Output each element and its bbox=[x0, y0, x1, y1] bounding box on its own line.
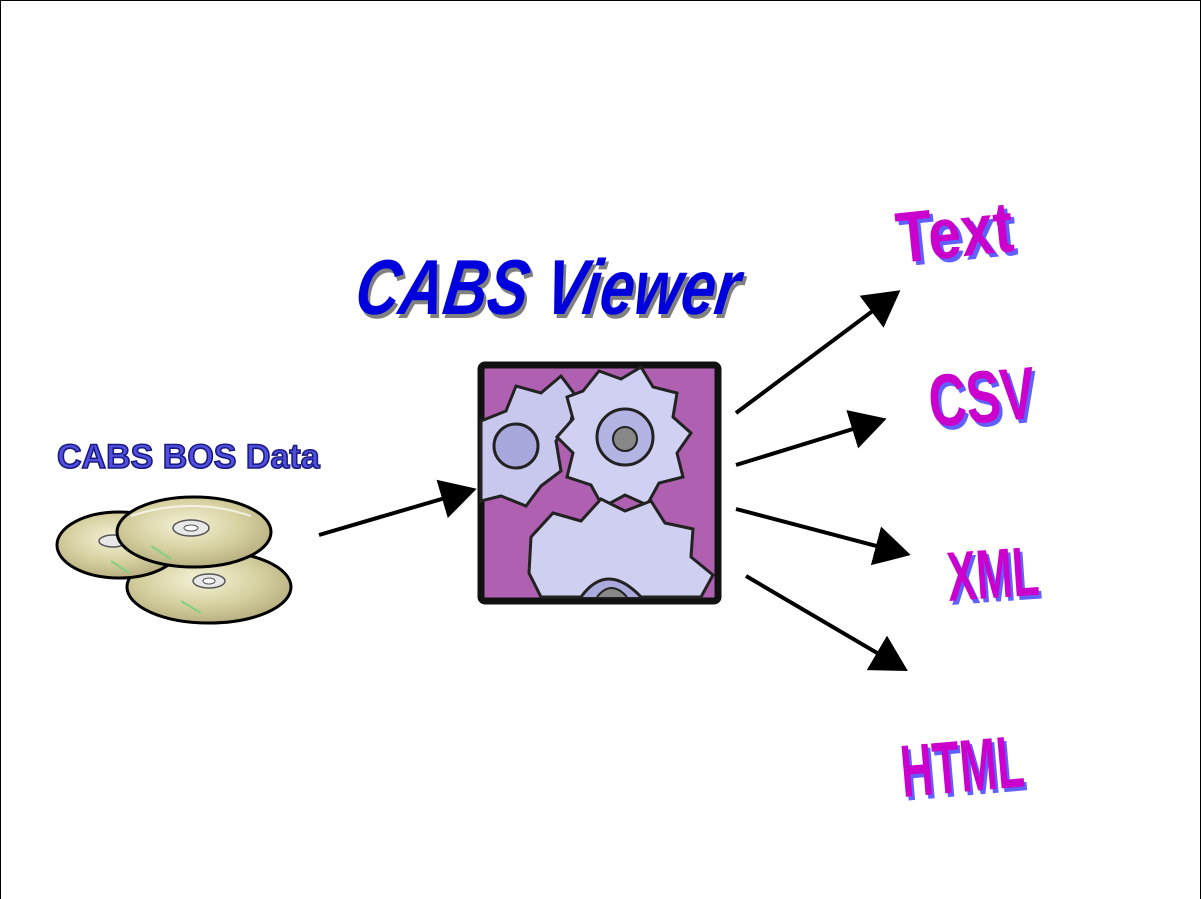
arrow-source-to-processor bbox=[318, 479, 477, 537]
output-csv-label: CSV bbox=[925, 351, 1039, 443]
diagram-title-shadow: CABS Viewer bbox=[353, 247, 752, 335]
output-xml-label: XML bbox=[945, 532, 1042, 616]
arrow-to-xml bbox=[735, 507, 911, 566]
source-label: CABS BOS Data bbox=[56, 437, 321, 477]
output-csv-shadow: CSV bbox=[928, 354, 1042, 446]
output-html-shadow: HTML bbox=[900, 724, 1030, 817]
gears-icon bbox=[477, 361, 722, 605]
output-text-label: Text bbox=[892, 186, 1017, 279]
arrow-to-text bbox=[734, 290, 901, 415]
output-text-shadow: Text bbox=[896, 189, 1021, 282]
source-label-text: CABS BOS Data bbox=[57, 438, 321, 476]
diagram-title: CABS Viewer CABS Viewer bbox=[351, 243, 752, 335]
output-xml-shadow: XML bbox=[947, 536, 1044, 620]
output-csv: CSV CSV bbox=[925, 351, 1042, 447]
output-xml: XML XML bbox=[945, 532, 1045, 620]
arrow-to-csv bbox=[735, 410, 887, 467]
cd-stack-icon bbox=[55, 495, 293, 625]
arrow-to-html bbox=[744, 574, 908, 672]
output-html-label: HTML bbox=[897, 720, 1027, 813]
output-html: HTML HTML bbox=[897, 720, 1030, 817]
diagram-title-text: CABS Viewer bbox=[351, 243, 750, 331]
output-text: Text Text bbox=[892, 186, 1021, 282]
